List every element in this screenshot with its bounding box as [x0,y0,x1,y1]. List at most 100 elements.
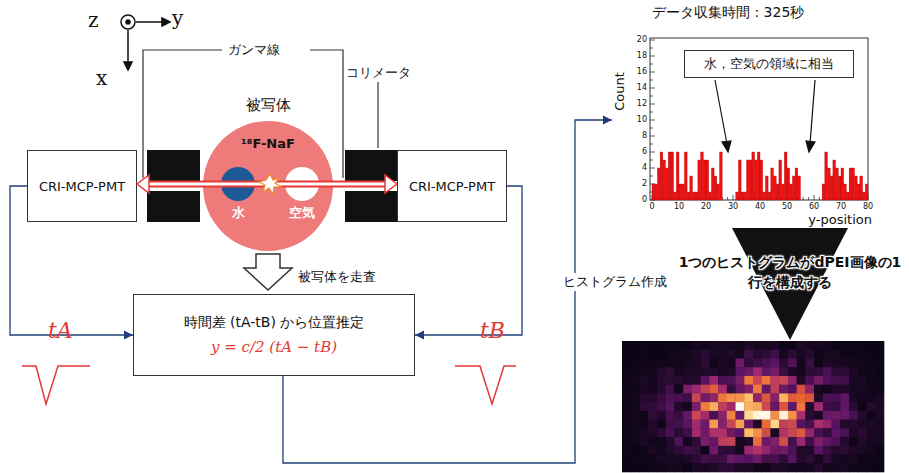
image-pixel [736,393,745,402]
edge-label: ヒストグラム作成 [560,273,670,291]
tick-mark [650,72,655,73]
image-pixel [805,393,814,402]
image-pixel [657,385,666,394]
image-pixel [657,463,666,472]
tick-mark [650,168,655,169]
label-text: y [172,6,183,30]
histogram-bar [857,184,860,200]
image-pixel [797,393,806,402]
image-pixel [736,420,745,429]
image-pixel [727,455,736,464]
label-text: tB [480,318,505,343]
image-pixel [849,446,858,455]
image-pixel [631,341,640,350]
tick-mark [650,48,653,49]
image-pixel [770,402,779,411]
image-pixel [701,402,710,411]
image-pixel [858,428,867,437]
histogram-bar [825,152,828,200]
image-pixel [875,420,884,429]
node-text: y = c/2 (tA − tB) [211,338,337,356]
image-pixel [674,402,683,411]
image-pixel [770,437,779,446]
tick-label: 20 [698,202,714,211]
image-pixel [753,385,762,394]
subject-circle: 被写体¹⁸F-NaF水空気 [203,121,333,251]
image-pixel [849,385,858,394]
image-pixel [727,446,736,455]
image-pixel [727,367,736,376]
image-pixel [736,437,745,446]
tick-label: 10 [637,115,647,124]
tick-mark [650,160,653,161]
image-pixel [744,446,753,455]
tick-mark [650,152,655,153]
image-pixel [840,350,849,359]
node-text: 空気 [271,204,333,222]
image-pixel [858,420,867,429]
image-pixel [849,437,858,446]
image-pixel [718,437,727,446]
image-pixel [683,367,692,376]
image-pixel [867,402,876,411]
image-pixel [639,411,648,420]
image-pixel [814,420,823,429]
water-region: 水 [221,167,255,201]
image-pixel [736,446,745,455]
image-pixel [744,358,753,367]
image-pixel [727,341,736,350]
image-pixel [753,367,762,376]
image-pixel [639,341,648,350]
image-pixel [788,385,797,394]
image-pixel [858,358,867,367]
image-pixel [648,350,657,359]
image-pixel [666,393,675,402]
image-pixel [797,420,806,429]
image-pixel [709,393,718,402]
image-pixel [805,428,814,437]
tick-mark [650,104,655,105]
image-pixel [666,420,675,429]
image-pixel [788,341,797,350]
histogram-bar [709,192,712,200]
image-pixel [666,428,675,437]
image-pixel [849,420,858,429]
image-pixel [648,463,657,472]
histogram-bar [679,184,682,200]
image-pixel [709,455,718,464]
dpei-image [622,341,884,472]
image-pixel [622,455,631,464]
image-pixel [666,455,675,464]
image-pixel [788,463,797,472]
image-pixel [849,358,858,367]
image-pixel [692,376,701,385]
image-pixel [727,376,736,385]
image-pixel [832,367,841,376]
image-pixel [639,350,648,359]
image-pixel [622,446,631,455]
image-pixel [814,385,823,394]
image-pixel [701,358,710,367]
image-pixel [639,455,648,464]
histogram-bar [652,184,655,200]
image-pixel [718,446,727,455]
image-pixel [832,455,841,464]
tick-mark [650,144,653,145]
image-pixel [657,341,666,350]
image-pixel [788,393,797,402]
image-pixel [875,385,884,394]
histogram-bar [846,192,849,200]
image-pixel [709,341,718,350]
image-pixel [753,402,762,411]
image-pixel [683,437,692,446]
image-pixel [666,350,675,359]
image-pixel [622,358,631,367]
histogram-bar [701,152,704,200]
image-pixel [875,350,884,359]
histogram-bar [657,168,660,200]
image-pixel [622,402,631,411]
tick-label: 10 [671,202,687,211]
image-pixel [718,393,727,402]
image-pixel [797,411,806,420]
image-pixel [692,420,701,429]
